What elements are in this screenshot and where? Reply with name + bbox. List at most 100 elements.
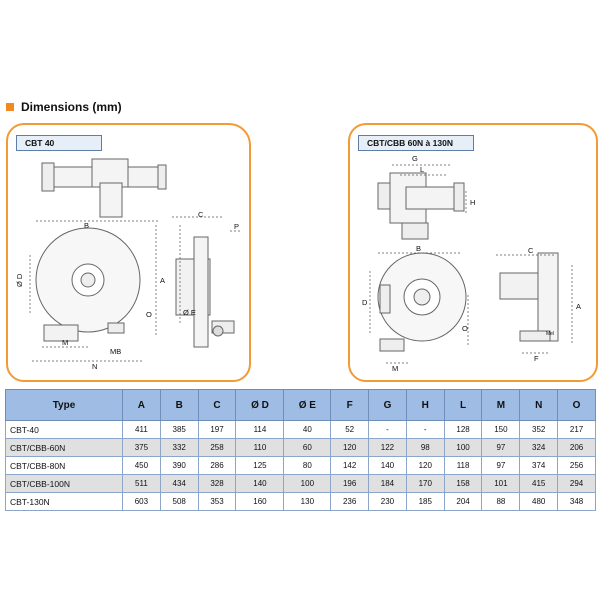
value-cell: 434 xyxy=(159,474,199,493)
value-cell: 480 xyxy=(519,492,559,511)
value-cell: 118 xyxy=(443,456,483,475)
dim-n-label: N xyxy=(92,362,97,371)
value-cell: 352 xyxy=(519,420,559,439)
dim-mel-label: Mel xyxy=(546,331,554,337)
value-cell: 204 xyxy=(443,492,483,511)
value-cell: 324 xyxy=(519,438,559,457)
dim-a-label: A xyxy=(576,302,581,311)
value-cell: 160 xyxy=(235,492,285,511)
dim-g-label: G xyxy=(412,154,418,163)
value-cell: 120 xyxy=(405,456,445,475)
value-cell: 348 xyxy=(557,492,596,511)
dim-a-label: A xyxy=(160,276,165,285)
type-cell: CBT-40 xyxy=(5,420,123,439)
value-cell: 374 xyxy=(519,456,559,475)
type-cell: CBT/CBB-60N xyxy=(5,438,123,457)
value-cell: 353 xyxy=(197,492,237,511)
column-header: L xyxy=(443,389,483,421)
value-cell: 128 xyxy=(443,420,483,439)
value-cell: 120 xyxy=(330,438,370,457)
column-header: M xyxy=(481,389,521,421)
value-cell: 217 xyxy=(557,420,596,439)
value-cell: 236 xyxy=(330,492,370,511)
section-bullet-icon xyxy=(6,103,14,111)
dim-p-label: P xyxy=(234,222,239,231)
value-cell: 196 xyxy=(330,474,370,493)
value-cell: 140 xyxy=(235,474,285,493)
value-cell: 385 xyxy=(159,420,199,439)
column-header: G xyxy=(368,389,407,421)
dim-m-label: M xyxy=(392,364,398,373)
value-cell: 125 xyxy=(235,456,285,475)
value-cell: 52 xyxy=(330,420,370,439)
value-cell: 390 xyxy=(159,456,199,475)
value-cell: - xyxy=(405,420,445,439)
column-header: F xyxy=(330,389,370,421)
panel-cbt-cbb-60n-130n: CBT/CBB 60N à 130N xyxy=(348,123,598,382)
value-cell: 184 xyxy=(368,474,407,493)
value-cell: 185 xyxy=(405,492,445,511)
value-cell: 40 xyxy=(283,420,332,439)
type-cell: CBT/CBB-100N xyxy=(5,474,123,493)
value-cell: 88 xyxy=(481,492,521,511)
column-header: C xyxy=(197,389,237,421)
value-cell: 197 xyxy=(197,420,237,439)
dim-c-label: C xyxy=(528,246,534,255)
value-cell: 158 xyxy=(443,474,483,493)
type-cell: CBT/CBB-80N xyxy=(5,456,123,475)
column-header: Type xyxy=(5,389,123,421)
dim-b-label: B xyxy=(84,221,89,230)
value-cell: 328 xyxy=(197,474,237,493)
value-cell: 97 xyxy=(481,456,521,475)
dim-c-label: C xyxy=(198,210,204,219)
value-cell: 114 xyxy=(235,420,285,439)
dim-b-label: B xyxy=(416,244,421,253)
value-cell: 286 xyxy=(197,456,237,475)
value-cell: 511 xyxy=(122,474,161,493)
value-cell: 415 xyxy=(519,474,559,493)
value-cell: 101 xyxy=(481,474,521,493)
value-cell: 150 xyxy=(481,420,521,439)
dim-l-label: L xyxy=(420,165,424,174)
column-header: O xyxy=(557,389,596,421)
value-cell: 230 xyxy=(368,492,407,511)
column-header: H xyxy=(405,389,445,421)
value-cell: 80 xyxy=(283,456,332,475)
value-cell: 60 xyxy=(283,438,332,457)
value-cell: 206 xyxy=(557,438,596,457)
value-cell: 110 xyxy=(235,438,285,457)
value-cell: 508 xyxy=(159,492,199,511)
section-header: Dimensions (mm) xyxy=(6,100,122,114)
dim-h-label: H xyxy=(470,198,475,207)
column-header: A xyxy=(122,389,161,421)
dim-e-label: Ø E xyxy=(183,308,196,317)
column-header: Ø E xyxy=(283,389,332,421)
panel-label: CBT/CBB 60N à 130N xyxy=(358,135,474,151)
value-cell: 294 xyxy=(557,474,596,493)
value-cell: - xyxy=(368,420,407,439)
value-cell: 411 xyxy=(122,420,161,439)
value-cell: 122 xyxy=(368,438,407,457)
panel-label: CBT 40 xyxy=(16,135,102,151)
dim-o-label: O xyxy=(462,324,468,333)
dim-mb-label: MB xyxy=(110,347,121,356)
section-title: Dimensions (mm) xyxy=(21,100,122,114)
value-cell: 142 xyxy=(330,456,370,475)
value-cell: 256 xyxy=(557,456,596,475)
dim-d-label: D xyxy=(362,298,368,307)
value-cell: 98 xyxy=(405,438,445,457)
value-cell: 130 xyxy=(283,492,332,511)
value-cell: 97 xyxy=(481,438,521,457)
column-header: N xyxy=(519,389,559,421)
type-cell: CBT-130N xyxy=(5,492,123,511)
value-cell: 450 xyxy=(122,456,161,475)
